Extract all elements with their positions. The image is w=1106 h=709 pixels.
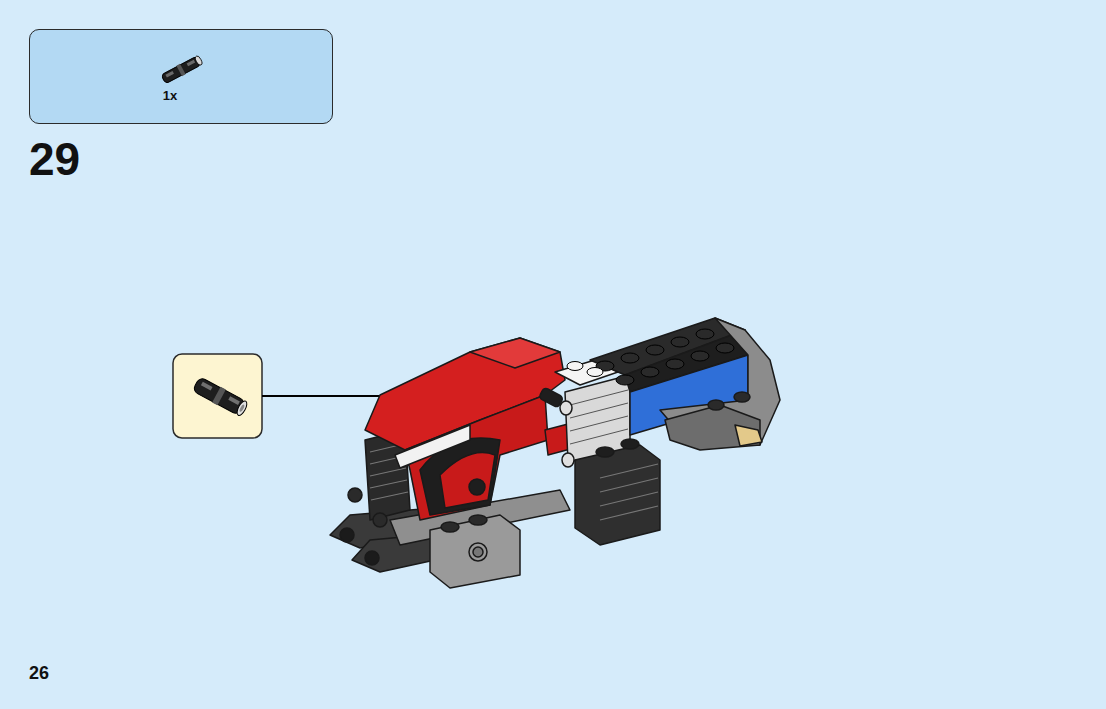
page-number: 26 <box>29 664 49 682</box>
callout-box <box>173 354 262 438</box>
pin-callout <box>192 376 249 418</box>
parts-panel <box>29 29 333 124</box>
pin-icon <box>161 54 204 85</box>
model <box>330 318 780 588</box>
part-count: 1x <box>163 88 177 103</box>
parts-box: 1x <box>29 29 333 124</box>
step-number: 29 <box>29 136 80 182</box>
